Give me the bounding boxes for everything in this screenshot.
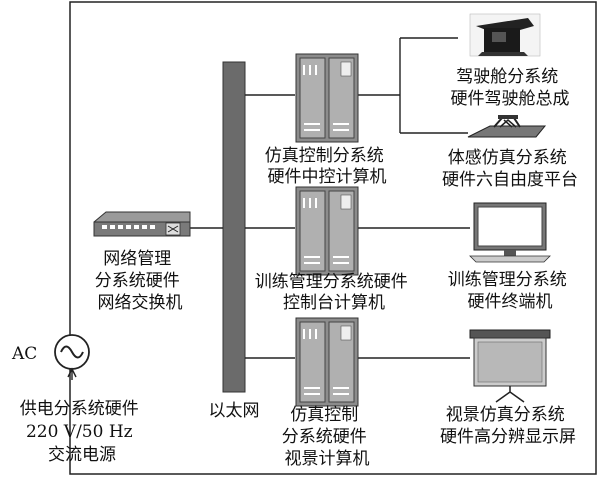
ac-source-icon xyxy=(55,335,89,380)
server-icon xyxy=(296,54,358,142)
motion-platform-label: 体感仿真分系统 硬件六自由度平台 xyxy=(442,148,578,190)
ethernet-label: 以太网 xyxy=(209,401,260,421)
network-switch-icon xyxy=(94,212,190,236)
training-terminal-label: 训练管理分系统 硬件终端机 xyxy=(448,270,572,312)
cockpit-icon xyxy=(470,14,540,56)
ac-label: AC xyxy=(11,344,37,364)
sim-control-label: 仿真控制分系统 硬件中控计算机 xyxy=(265,146,389,187)
visual-display-label: 视景仿真分系统 硬件高分辨显示屏 xyxy=(440,405,576,447)
network-switch-label: 网络管理 分系统硬件 网络交换机 xyxy=(95,249,185,313)
projection-screen-icon xyxy=(470,330,550,402)
visual-computer-label: 仿真控制 分系统硬件 视景计算机 xyxy=(282,405,372,469)
power-label: 供电分系统硬件 220 V/50 Hz 交流电源 xyxy=(20,399,144,465)
cockpit-label: 驾驶舱分系统 硬件驾驶舱总成 xyxy=(451,67,570,109)
training-mgmt-label: 训练管理分系统硬件 控制台计算机 xyxy=(255,272,413,313)
server-icon xyxy=(296,318,358,406)
six-dof-platform-icon xyxy=(468,115,545,137)
monitor-icon xyxy=(470,203,550,262)
ethernet-bus xyxy=(223,62,245,392)
server-icon xyxy=(296,187,358,275)
